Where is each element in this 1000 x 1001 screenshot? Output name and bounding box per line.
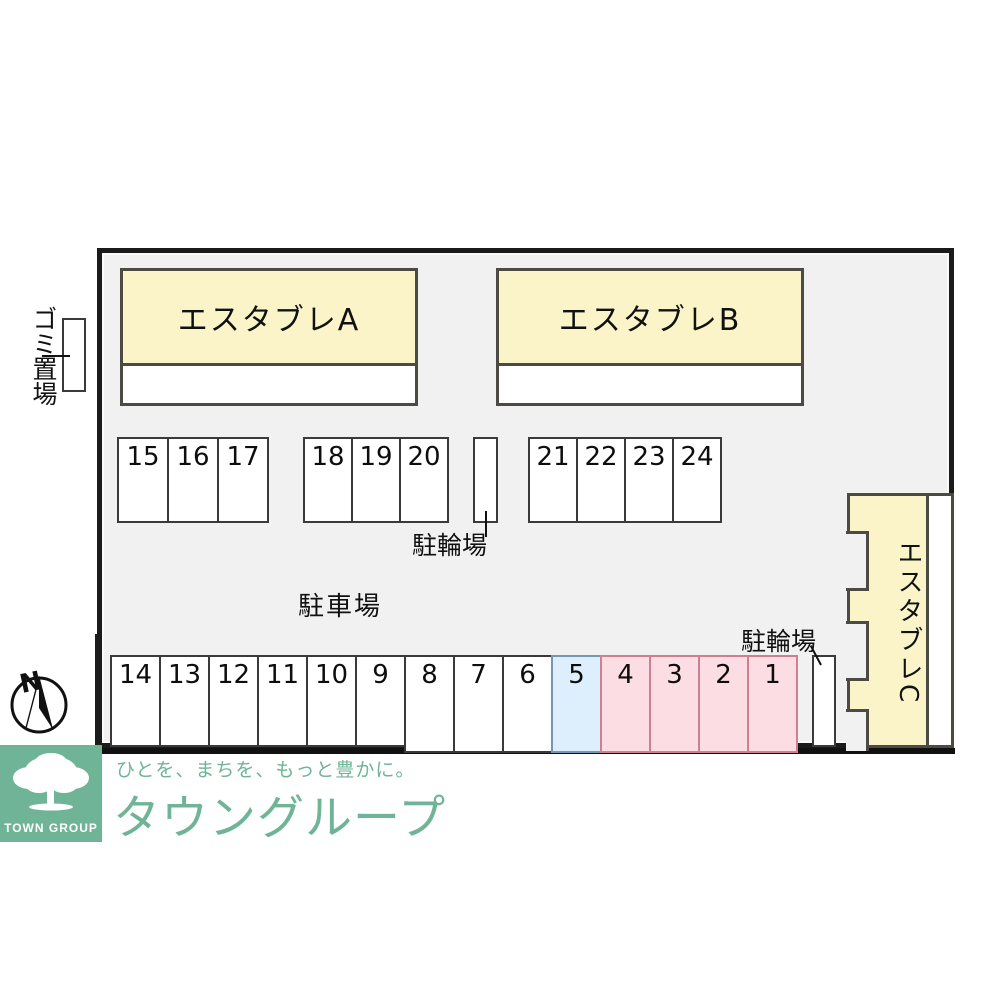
bike-parking-middle-leader-line [484, 511, 487, 537]
parking-stall-12[interactable]: 12 [208, 655, 259, 747]
parking-stall-17[interactable]: 17 [217, 437, 269, 523]
parking-group-upper-left: 15 16 17 [117, 437, 269, 523]
parking-stall-9[interactable]: 9 [355, 655, 406, 747]
parking-stall-23[interactable]: 23 [624, 437, 674, 523]
parking-stall-number: 13 [167, 660, 202, 690]
building-a-balcony [123, 366, 415, 403]
parking-stall-number: 19 [359, 442, 393, 472]
building-c-notch-2 [846, 621, 869, 681]
tree-icon [13, 753, 89, 811]
trash-area-label: ゴミ置場 [29, 306, 58, 406]
site-boundary-left-lower-edge [95, 634, 100, 754]
building-c[interactable]: エスタブレC [846, 493, 954, 751]
building-c-notch-3 [846, 709, 869, 751]
bike-parking-middle-box[interactable] [473, 437, 498, 537]
building-a-label: エスタブレA [177, 303, 361, 338]
parking-stall-number: 14 [118, 660, 153, 690]
parking-stall-7[interactable]: 7 [453, 655, 504, 753]
logo-wordmark: TOWN GROUP [4, 821, 98, 835]
building-b[interactable]: エスタブレB [496, 268, 804, 406]
parking-stall-number: 18 [311, 442, 345, 472]
parking-stall-24[interactable]: 24 [672, 437, 722, 523]
building-c-notch-1 [846, 531, 869, 591]
parking-stall-number: 16 [176, 442, 210, 472]
parking-stall-18[interactable]: 18 [303, 437, 353, 523]
parking-stall-number: 24 [680, 442, 714, 472]
parking-stall-22[interactable]: 22 [576, 437, 626, 523]
bike-parking-right-label: 駐輪場 [741, 627, 817, 656]
building-c-label: エスタブレC [893, 539, 923, 706]
parking-stall-number: 6 [519, 660, 536, 690]
building-a-body: エスタブレA [123, 271, 415, 366]
parking-stall-8[interactable]: 8 [404, 655, 455, 753]
trash-area-box[interactable] [42, 318, 86, 392]
trash-area-leader-line [42, 355, 70, 357]
parking-group-upper-right: 21 22 23 24 [528, 437, 722, 523]
parking-stall-16[interactable]: 16 [167, 437, 219, 523]
parking-stall-number: 7 [470, 660, 487, 690]
parking-group-upper-mid: 18 19 20 [303, 437, 449, 523]
compass-rose: N [8, 666, 70, 744]
parking-stall-number: 3 [666, 660, 683, 690]
parking-stall-13[interactable]: 13 [159, 655, 210, 747]
parking-stall-number: 5 [568, 660, 585, 690]
building-b-balcony [499, 366, 801, 403]
compass-needle-icon [10, 675, 68, 734]
parking-stall-20[interactable]: 20 [399, 437, 449, 523]
parking-stall-6[interactable]: 6 [502, 655, 553, 753]
parking-stall-19[interactable]: 19 [351, 437, 401, 523]
parking-stall-number: 1 [764, 660, 781, 690]
parking-stall-15[interactable]: 15 [117, 437, 169, 523]
brand-name: タウングループ [113, 791, 447, 846]
car-parking-label: 駐車場 [298, 592, 383, 622]
parking-stall-3[interactable]: 3 [649, 655, 700, 753]
parking-stall-number: 4 [617, 660, 634, 690]
parking-stall-number: 10 [314, 660, 349, 690]
brand-tagline: ひとを、まちを、もっと豊かに。 [116, 759, 416, 781]
parking-stall-number: 2 [715, 660, 732, 690]
parking-stall-2[interactable]: 2 [698, 655, 749, 753]
parking-stall-4[interactable]: 4 [600, 655, 651, 753]
bike-parking-right-box[interactable] [809, 645, 836, 747]
parking-stall-number: 17 [226, 442, 260, 472]
bike-parking-middle-label: 駐輪場 [412, 531, 488, 560]
parking-group-bottom: 14 13 12 11 10 9 8 7 6 5 4 3 2 1 [110, 655, 798, 753]
town-group-logo: TOWN GROUP [0, 745, 102, 842]
parking-stall-14[interactable]: 14 [110, 655, 161, 747]
parking-stall-number: 11 [265, 660, 300, 690]
building-a[interactable]: エスタブレA [120, 268, 418, 406]
parking-stall-number: 12 [216, 660, 251, 690]
building-c-balcony [926, 493, 954, 748]
parking-stall-21[interactable]: 21 [528, 437, 578, 523]
parking-stall-11[interactable]: 11 [257, 655, 308, 747]
parking-stall-10[interactable]: 10 [306, 655, 357, 747]
building-b-label: エスタブレB [558, 303, 742, 338]
parking-stall-number: 9 [372, 660, 389, 690]
parking-stall-number: 20 [407, 442, 441, 472]
parking-stall-number: 15 [126, 442, 160, 472]
parking-stall-number: 21 [536, 442, 570, 472]
parking-stall-number: 23 [632, 442, 666, 472]
parking-stall-number: 22 [584, 442, 618, 472]
parking-stall-5[interactable]: 5 [551, 655, 602, 753]
parking-stall-1[interactable]: 1 [747, 655, 798, 753]
building-b-body: エスタブレB [499, 271, 801, 366]
parking-stall-number: 8 [421, 660, 438, 690]
